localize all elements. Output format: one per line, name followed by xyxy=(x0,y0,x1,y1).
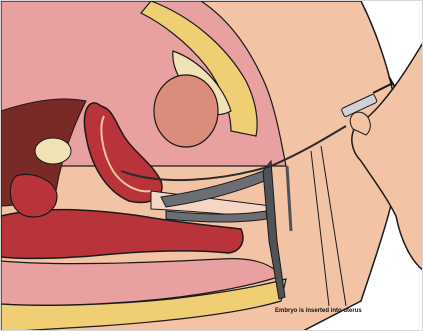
caption-label: Embryo is inserted into uterus xyxy=(275,308,395,315)
bowel-loop xyxy=(35,138,71,164)
bladder xyxy=(154,75,218,147)
